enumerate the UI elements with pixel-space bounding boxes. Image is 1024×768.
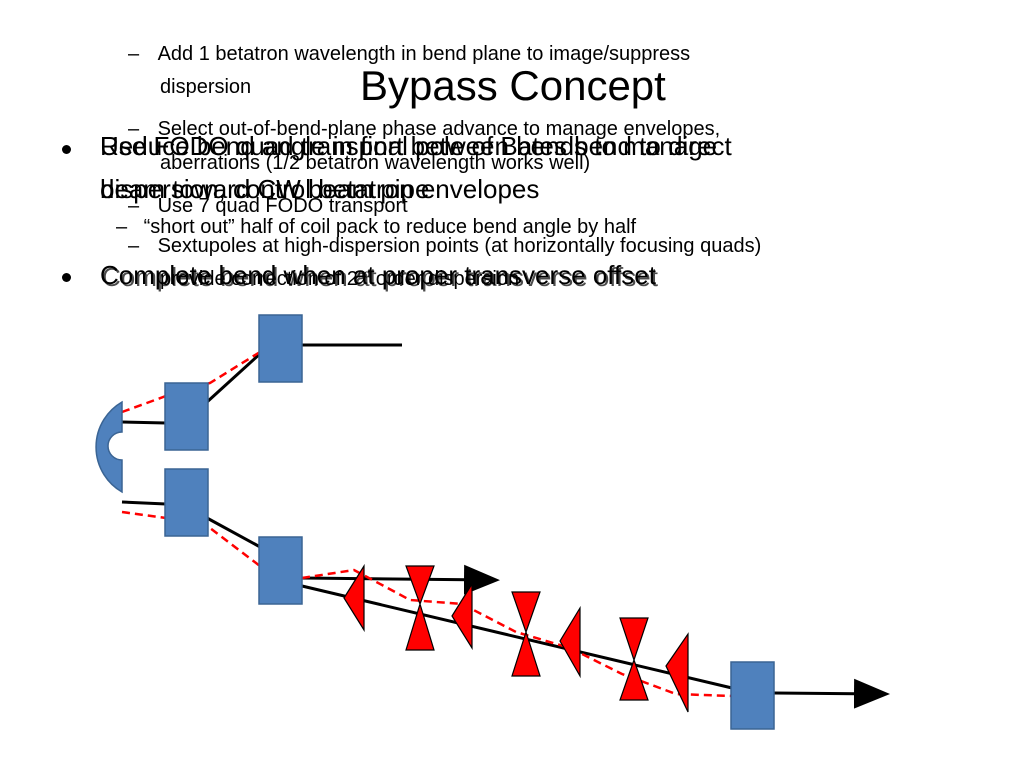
bend-lower-1-icon (164, 468, 209, 537)
trajectory-segment (301, 584, 733, 690)
sub-bullet-text: Select out-of-bend-plane phase advance t… (157, 118, 721, 140)
bullet-dot (62, 273, 71, 282)
quad-focusing-icon (559, 605, 581, 679)
dash-marker: – (116, 216, 128, 238)
slide-title: Bypass Concept (360, 62, 666, 109)
quad-defocusing-icon (619, 617, 649, 701)
bend-lower-2-icon (258, 536, 303, 605)
sub-bullet-sextupoles: – Sextupoles at high-dispersion points (… (128, 235, 761, 258)
quad-defocusing-icon (405, 565, 435, 651)
bullet-complete-bend-b: Complete bend when at proper transverse … (102, 262, 658, 292)
bend-upper-2-icon (258, 314, 303, 383)
sub-bullet-dispersion-word: dispersion (160, 76, 252, 98)
sub-bullet-text: “short out” half of coil pack to reduce … (143, 216, 637, 238)
quad-defocusing-icon (511, 591, 541, 677)
bullet-reduce-bend-angle-line1: Reduce bend angle in final pole of Bates… (100, 131, 732, 161)
dash-marker: – (128, 195, 140, 217)
sub-bullet-text: Use 7 quad FODO transport (157, 195, 408, 217)
bullet-complete-bend-a: Complete bend when at proper transverse … (100, 260, 656, 290)
quad-focusing-icon (451, 581, 473, 651)
sub-bullet-short-out: – “short out” half of coil pack to reduc… (116, 216, 636, 239)
bates-bend-icon (95, 400, 123, 494)
sub-bullet-betatron-wavelength: – Add 1 betatron wavelength in bend plan… (128, 43, 690, 66)
sub-bullet-fodo: – Use 7 quad FODO transport (128, 195, 408, 218)
sub-bullet-text: Sextupoles at high-dispersion points (at… (157, 235, 762, 257)
exit-arrow (773, 678, 890, 709)
sub-bullet-second-order: provide correction of 2nd order dispersi… (160, 268, 519, 291)
dash-marker: – (128, 118, 140, 140)
sub-bullet-phase-advance: – Select out-of-bend-plane phase advance… (128, 118, 720, 141)
bullet-fodo-transport-line1: Use FODO quad transport between bends to… (100, 131, 718, 161)
trajectory-segment (121, 420, 167, 425)
dispersion-segment (301, 568, 733, 698)
sub-bullet-aberrations: aberrations (1/2 betatron wavelength wor… (160, 152, 591, 174)
trajectory-segment (205, 350, 264, 404)
sub-bullet-text: provide correction of 2 (160, 268, 358, 290)
bend-final-icon (730, 661, 775, 730)
trajectory-segment (121, 500, 167, 506)
quad-focusing-icon (665, 632, 689, 713)
beam-trajectory (121, 343, 890, 709)
quad-focusing-icon (343, 563, 365, 633)
straight-through-arrow (301, 564, 500, 595)
dash-marker: – (128, 235, 140, 257)
bullet-fodo-transport-line2: dispersion, control betatron envelopes (100, 174, 540, 204)
bullet-reduce-bend-angle-line2: beam toward CW beam pipe (100, 174, 430, 204)
bend-upper-1-icon (164, 382, 209, 451)
sub-bullet-text: Add 1 betatron wavelength in bend plane … (157, 43, 691, 65)
trajectory-segment (206, 516, 263, 550)
bullet-dot (62, 145, 71, 154)
dash-marker: – (128, 43, 140, 65)
sub-bullet-text-end: order dispersion (370, 268, 520, 290)
superscript-nd: nd (357, 268, 371, 281)
